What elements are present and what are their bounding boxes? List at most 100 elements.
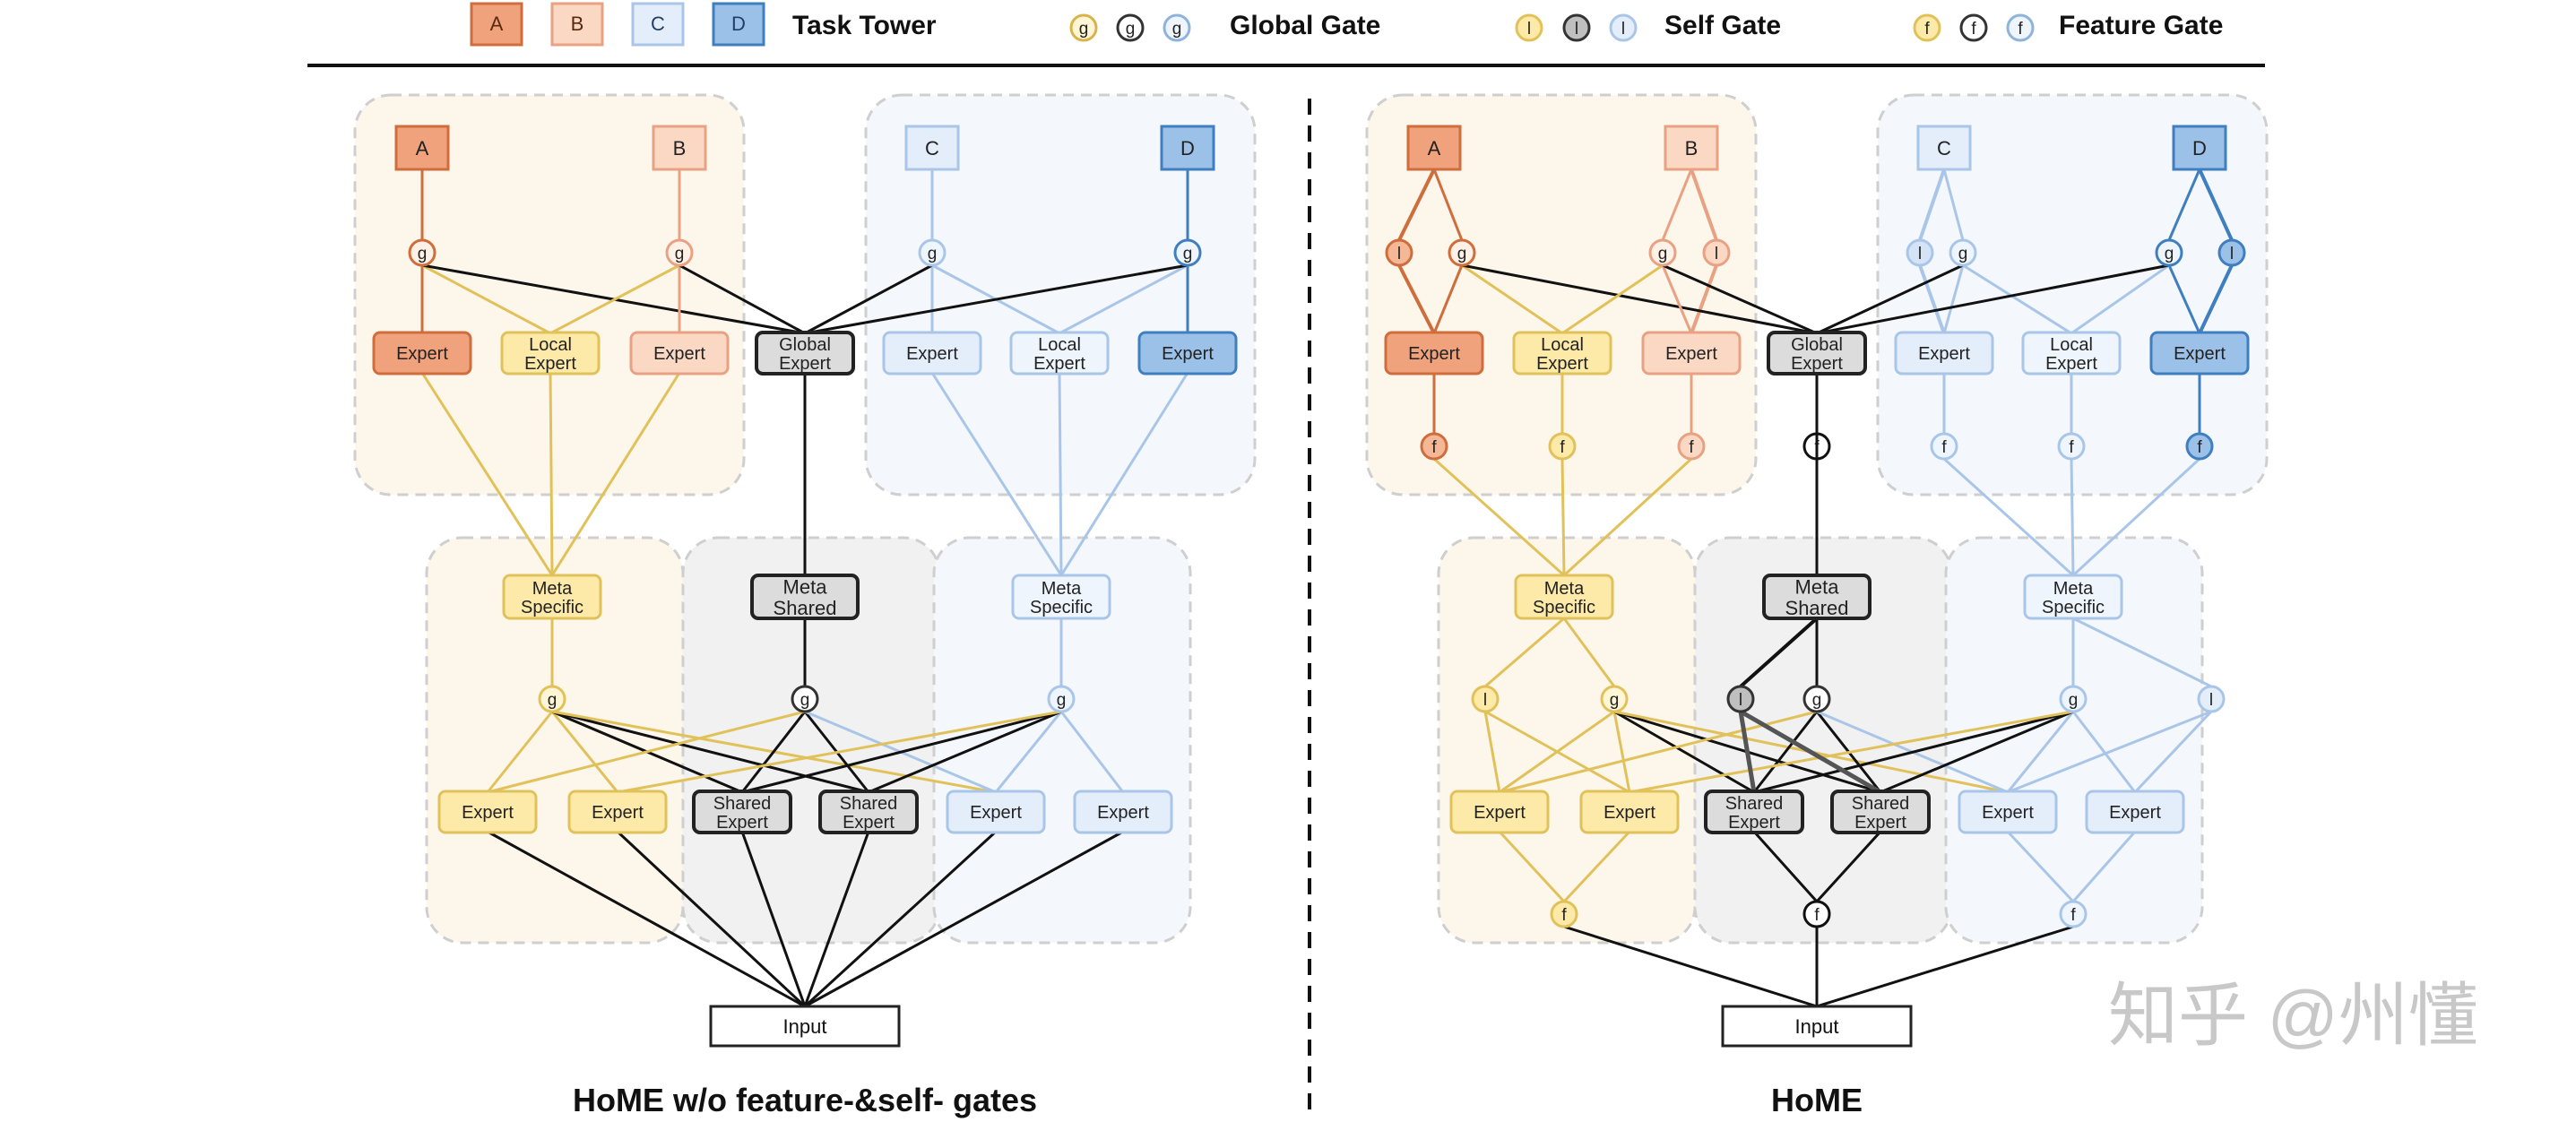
gate-to-expert-line [1461,263,1563,335]
tower-to-gate-line [2167,168,2201,241]
gate-to-bottom-expert-line [1752,711,1819,793]
expert-label-line: Expert [1536,354,1588,374]
input-box [1721,1005,1913,1048]
global-gate-icon-glyph: g [2069,691,2079,710]
expert-box [1137,331,1238,375]
gate-to-expert-line [1816,263,2170,335]
expert-box [1073,790,1173,834]
feature-gate-icon-glyph: f [2197,438,2202,457]
expert-box [1894,331,1994,375]
shared-expert-label-line: Expert [1854,813,1906,833]
meta-to-self-gate-line [2072,617,2212,688]
gate-to-expert-line [1942,264,1965,334]
global-gate-icon-glyph: g [1958,245,1968,263]
meta-expert-box [1514,574,1614,620]
gate-to-expert-line [549,263,680,335]
expert-label-line: Expert [1982,803,2034,823]
expert-box [882,331,982,375]
global-gate-icon [408,238,437,267]
watermark: 知乎 @州懂 [2108,976,2478,1055]
expert-box [1449,790,1550,834]
meta-expert-label-line: Meta [1795,576,1840,599]
feature-gate-icon-glyph: f [1560,438,1565,457]
legend-global-gate-blue-icon [1163,13,1191,42]
self-gate-icon [1385,238,1413,267]
feature-gate-icon-glyph: f [1814,906,1820,925]
self-gate-icon [1906,238,1934,267]
global-expert-box [1767,331,1867,375]
feature-gate-icon [1550,900,1578,928]
self-gate-to-bottom-expert-line [1484,710,1630,794]
meta-expert-label-line: Shared [1785,597,1849,619]
gate-to-bottom-expert-line [994,711,1063,793]
expert-box [629,331,730,375]
bottom-expert-to-input-line [803,831,870,1007]
legend-self-gate-blue-icon [1609,13,1638,42]
expert-label-line: Expert [2174,344,2226,364]
feature-gate-to-meta-line [1560,458,1566,576]
expert-box [946,790,1046,834]
expert-box [1958,790,2058,834]
task-tower-c-label: C [925,137,939,160]
gate-to-bottom-expert-line [740,711,807,793]
expert-box [1384,331,1484,375]
expert-label-line: Local [1038,335,1081,355]
gate-to-expert-line [1432,264,1464,334]
panel-top-left [353,93,746,496]
left-caption: HoME w/o feature-&self- gates [573,1082,1037,1118]
global-gate-icon [1448,238,1476,267]
expert-box [437,790,538,834]
feature-gate-to-meta-line [2070,458,2075,576]
self-gate-icon-glyph: l [2230,245,2234,263]
gate-to-expert-line [1662,263,1818,335]
self-gate-to-bottom-expert-line [1739,709,1882,795]
expert-to-meta-line [1059,372,1189,576]
legend-tower-d: D [731,13,746,35]
self-gate-icon-glyph: l [2209,691,2213,710]
gate-to-expert-line [2167,264,2201,334]
task-tower-b-label: B [673,137,687,160]
meta-expert-label-line: Specific [2042,598,2105,617]
task-tower-d-label: D [2192,137,2207,160]
expert-label: Expert [970,803,1022,823]
legend-global-gate-yellow-icon-glyph: g [1079,20,1089,39]
task-tower-b-box [652,125,707,171]
expert-label: Expert [1162,344,1214,364]
expert-label: Expert [1408,344,1460,364]
right-caption: HoME [1771,1082,1863,1118]
shared-expert-label-line: Shared [840,794,898,814]
meta-expert-label-line: Meta [532,579,573,599]
feature-gate-to-meta-line [1942,457,2075,577]
bottom-expert-to-input-line [487,830,806,1008]
gate-to-bottom-expert-line [2071,711,2137,793]
global-gate-icon-glyph: g [675,245,685,263]
expert-label-line: Expert [1474,803,1526,823]
expert-label: Expert [1604,803,1655,823]
expert-to-meta-line [420,372,554,576]
task-tower-d-box [1160,125,1215,171]
self-gate-to-bottom-expert-line [1483,711,1501,793]
expert-label: Expert [462,803,514,823]
gate-to-bottom-expert-line [551,710,869,794]
bottom-expert-to-input-line [740,831,807,1007]
feature-gate-icon [2059,900,2088,928]
bottom-expert-to-feature-gate-line [1752,830,1819,903]
gate-to-bottom-expert-line [1880,710,2074,794]
feature-gate-icon [1420,432,1448,461]
meta-to-gate-line [1562,617,1616,687]
global-gate-icon [918,238,947,267]
feature-gate-to-input-line [1816,925,2074,1008]
task-tower-a-box [1406,125,1462,171]
gate-to-bottom-expert-line [2006,711,2075,793]
expert-label-line: Local [2050,335,2093,355]
self-gate-to-expert-line [1690,264,1718,334]
self-gate-icon-glyph: l [1918,245,1922,263]
expert-label-line: Expert [592,803,644,823]
global-gate-icon-glyph: g [418,245,428,263]
bottom-expert-to-feature-gate-line [2006,830,2075,903]
feature-gate-icon [2185,432,2214,461]
